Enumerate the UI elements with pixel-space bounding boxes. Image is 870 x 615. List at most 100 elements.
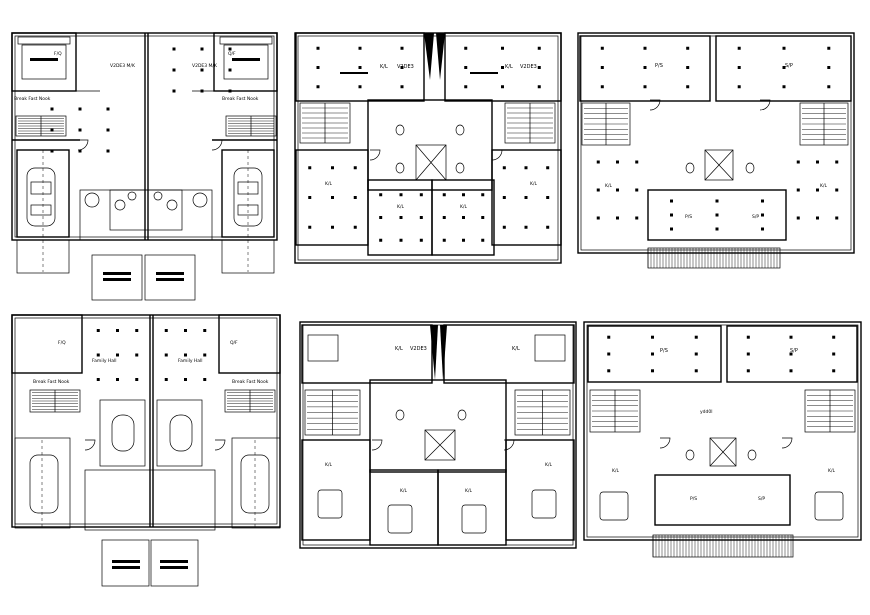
light-point <box>172 89 176 93</box>
light-point <box>502 166 506 170</box>
light-point <box>203 378 207 381</box>
light-point <box>737 85 741 89</box>
room-label: V2DE3 <box>410 346 427 352</box>
light-point <box>537 85 541 89</box>
light-point <box>502 196 506 199</box>
light-point <box>832 369 836 373</box>
light-point <box>686 46 690 50</box>
door-swing <box>649 99 661 111</box>
door-swing <box>77 139 89 151</box>
light-point <box>399 216 403 219</box>
light-point <box>694 352 698 356</box>
light-point <box>635 160 639 164</box>
first-floor-plan-2: K/L V2DE3 K/L K/L K/L K/L K/L <box>299 321 577 549</box>
door-swing <box>491 149 503 161</box>
room-label: V2DE3 <box>520 64 537 70</box>
light-point <box>524 225 528 229</box>
light-point <box>308 225 312 229</box>
light-point <box>135 378 139 381</box>
light-point <box>481 238 485 242</box>
light-point <box>400 46 404 50</box>
car-symbol <box>26 167 56 227</box>
light-point <box>164 329 168 332</box>
light-point <box>546 225 550 229</box>
light-point <box>462 238 465 242</box>
wc-symbol <box>745 162 755 174</box>
light-point <box>643 46 647 50</box>
door-swing <box>503 439 515 451</box>
fixture-layer <box>18 46 853 557</box>
light-point <box>796 160 800 164</box>
lobby-label: ydd0l <box>700 409 713 415</box>
light-point <box>737 66 741 69</box>
family-hall-label: Family Hall <box>178 358 203 364</box>
light-point <box>331 225 334 229</box>
door-swing <box>781 437 793 449</box>
light-point <box>761 199 764 203</box>
light-point <box>635 188 639 192</box>
light-point <box>399 193 403 197</box>
light-point <box>184 353 187 357</box>
light-point <box>789 352 793 356</box>
light-point <box>501 85 504 89</box>
wc-symbol <box>395 124 405 136</box>
light-point <box>796 188 800 192</box>
light-point <box>686 66 690 69</box>
light-point <box>462 216 465 219</box>
light-point <box>379 238 383 242</box>
light-point <box>353 225 357 229</box>
light-point <box>827 46 831 50</box>
light-point <box>464 66 468 69</box>
light-point <box>358 85 362 89</box>
light-point <box>308 196 312 199</box>
room-label: K/L <box>530 181 537 187</box>
light-point <box>789 335 793 339</box>
wc-symbol <box>395 409 405 421</box>
light-point <box>200 89 204 93</box>
light-point <box>200 47 204 51</box>
light-point <box>96 378 100 381</box>
light-point <box>537 66 541 69</box>
room-label: K/L <box>505 64 513 70</box>
light-point <box>50 107 54 111</box>
light-point <box>782 66 786 69</box>
hall-label: V2DE3 M/K <box>192 63 218 69</box>
wc-symbol <box>747 449 757 461</box>
room-label: K/L <box>820 183 827 189</box>
light-point <box>501 66 504 69</box>
light-point <box>694 335 698 339</box>
light-point <box>600 85 604 89</box>
light-point <box>78 149 82 153</box>
breakfast-nook-label: Break Fast Nook <box>33 379 70 385</box>
light-point <box>442 193 446 197</box>
light-point <box>782 46 786 50</box>
light-point <box>106 128 110 132</box>
first-floor-plan-1: K/L V2DE3 K/L V2DE3 K/L K/L K/L K/L <box>294 32 562 264</box>
light-point <box>524 196 528 199</box>
room-label: S/P <box>758 496 765 502</box>
light-point <box>737 46 741 50</box>
light-point <box>816 160 819 164</box>
room-label: K/L <box>545 462 552 468</box>
light-point <box>331 166 334 170</box>
light-point <box>419 193 423 197</box>
light-point <box>358 66 362 69</box>
light-point <box>715 213 719 217</box>
light-point <box>746 369 750 373</box>
door-swing <box>371 439 383 451</box>
light-point <box>835 188 839 192</box>
light-point <box>524 166 528 170</box>
room-label: V2DE3 <box>397 64 414 70</box>
light-point <box>203 329 207 332</box>
light-point <box>184 329 187 332</box>
light-point <box>832 335 836 339</box>
door-swing <box>84 439 96 451</box>
door-swing <box>214 439 226 451</box>
light-point <box>670 199 673 203</box>
room-label: S/P <box>785 63 793 69</box>
light-point <box>78 128 82 132</box>
light-point <box>164 353 168 357</box>
light-point <box>184 378 187 381</box>
light-point <box>761 227 764 231</box>
